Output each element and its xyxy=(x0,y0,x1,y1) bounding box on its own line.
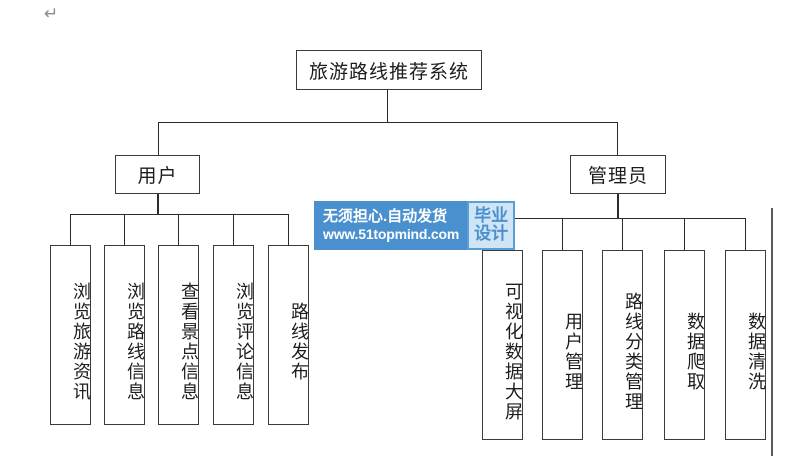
node-admin-func-user-management[interactable]: 用户管理 xyxy=(542,250,583,440)
watermark-tagline: 无须担心.自动发货 xyxy=(323,207,448,225)
node-user-func-browse-comment-info[interactable]: 浏览评论信息 xyxy=(213,245,254,425)
node-user-func-publish-route[interactable]: 路线发布 xyxy=(268,245,309,425)
connector-admin-child-4 xyxy=(684,218,685,250)
connector-admin-bus xyxy=(502,218,745,219)
connector-level1-bus xyxy=(158,122,618,123)
node-branch-admin[interactable]: 管理员 xyxy=(570,155,666,194)
node-admin-func-data-crawling[interactable]: 数据爬取 xyxy=(664,250,705,440)
connector-admin-child-2 xyxy=(562,218,563,250)
connector-admin-child-5 xyxy=(745,218,746,250)
watermark-url: www.51topmind.com xyxy=(323,225,460,242)
connector-user-child-3 xyxy=(178,214,179,245)
page-border-right xyxy=(771,208,773,456)
connector-user-child-2 xyxy=(124,214,125,245)
connector-to-admin xyxy=(617,122,618,155)
connector-user-child-1 xyxy=(70,214,71,245)
connector-root-stem xyxy=(387,90,388,122)
paragraph-return-icon: ↵ xyxy=(44,4,59,24)
watermark-overlay: 无须担心.自动发货 www.51topmind.com 毕业 设计 xyxy=(314,201,516,250)
page-border-bottom xyxy=(0,454,771,456)
connector-admin-stem xyxy=(617,194,619,219)
node-user-func-view-attraction-info[interactable]: 查看景点信息 xyxy=(158,245,199,425)
watermark-text-block: 无须担心.自动发货 www.51topmind.com xyxy=(314,201,468,250)
connector-user-child-4 xyxy=(233,214,234,245)
connector-user-stem xyxy=(157,194,159,215)
connector-user-child-5 xyxy=(288,214,289,245)
node-user-func-browse-travel-news[interactable]: 浏览旅游资讯 xyxy=(50,245,91,425)
connector-to-user xyxy=(158,122,159,155)
node-branch-user[interactable]: 用户 xyxy=(115,155,200,194)
node-root-system[interactable]: 旅游路线推荐系统 xyxy=(296,50,482,90)
node-admin-func-data-cleaning[interactable]: 数据清洗 xyxy=(725,250,766,440)
watermark-badge: 毕业 设计 xyxy=(467,201,516,250)
node-user-func-browse-route-info[interactable]: 浏览路线信息 xyxy=(104,245,145,425)
node-admin-func-route-category-management[interactable]: 路线分类管理 xyxy=(602,250,643,440)
connector-admin-child-3 xyxy=(622,218,623,250)
connector-user-bus xyxy=(70,214,288,215)
node-admin-func-data-visualization-dashboard[interactable]: 可视化数据大屏 xyxy=(482,250,523,440)
watermark-badge-line2: 设计 xyxy=(474,224,509,244)
watermark-badge-line1: 毕业 xyxy=(474,206,509,225)
